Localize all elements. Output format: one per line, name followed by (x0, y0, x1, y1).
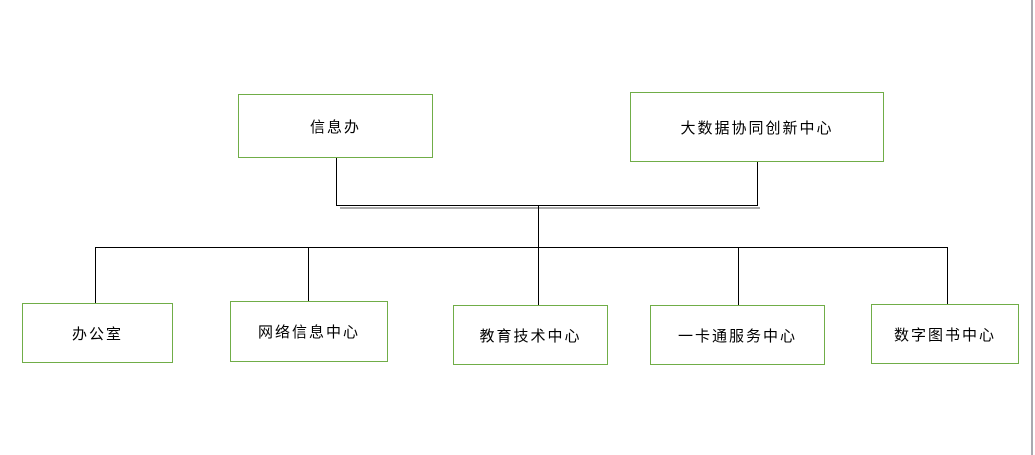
node-big-data-innovation-center-label: 大数据协同创新中心 (680, 118, 834, 137)
connector-info-office-drop (336, 158, 337, 206)
connector-onecard-center-drop (738, 247, 739, 305)
node-digital-library-center-label: 数字图书中心 (893, 325, 996, 344)
connector-top-horizontal-shadow (340, 207, 760, 209)
connector-network-center-drop (308, 247, 309, 301)
connector-top-horizontal (337, 205, 758, 206)
connector-general-office-drop (95, 247, 96, 303)
node-onecard-service-center: 一卡通服务中心 (650, 305, 825, 365)
node-education-technology-center: 教育技术中心 (453, 305, 608, 365)
node-onecard-service-center-label: 一卡通服务中心 (677, 326, 797, 345)
connector-bottom-horizontal (95, 247, 948, 248)
node-general-office-label: 办公室 (71, 324, 123, 343)
page-edge-line (1031, 0, 1033, 455)
connector-digital-library-drop (947, 247, 948, 304)
node-digital-library-center: 数字图书中心 (871, 304, 1019, 364)
node-big-data-innovation-center: 大数据协同创新中心 (630, 92, 884, 162)
node-network-information-center: 网络信息中心 (230, 301, 388, 362)
node-general-office: 办公室 (22, 303, 173, 363)
node-information-office-label: 信息办 (309, 117, 361, 136)
node-information-office: 信息办 (238, 94, 433, 158)
node-education-technology-center-label: 教育技术中心 (479, 326, 582, 345)
node-network-information-center-label: 网络信息中心 (257, 323, 360, 341)
connector-center-trunk (538, 206, 539, 305)
connector-bigdata-drop (757, 162, 758, 206)
